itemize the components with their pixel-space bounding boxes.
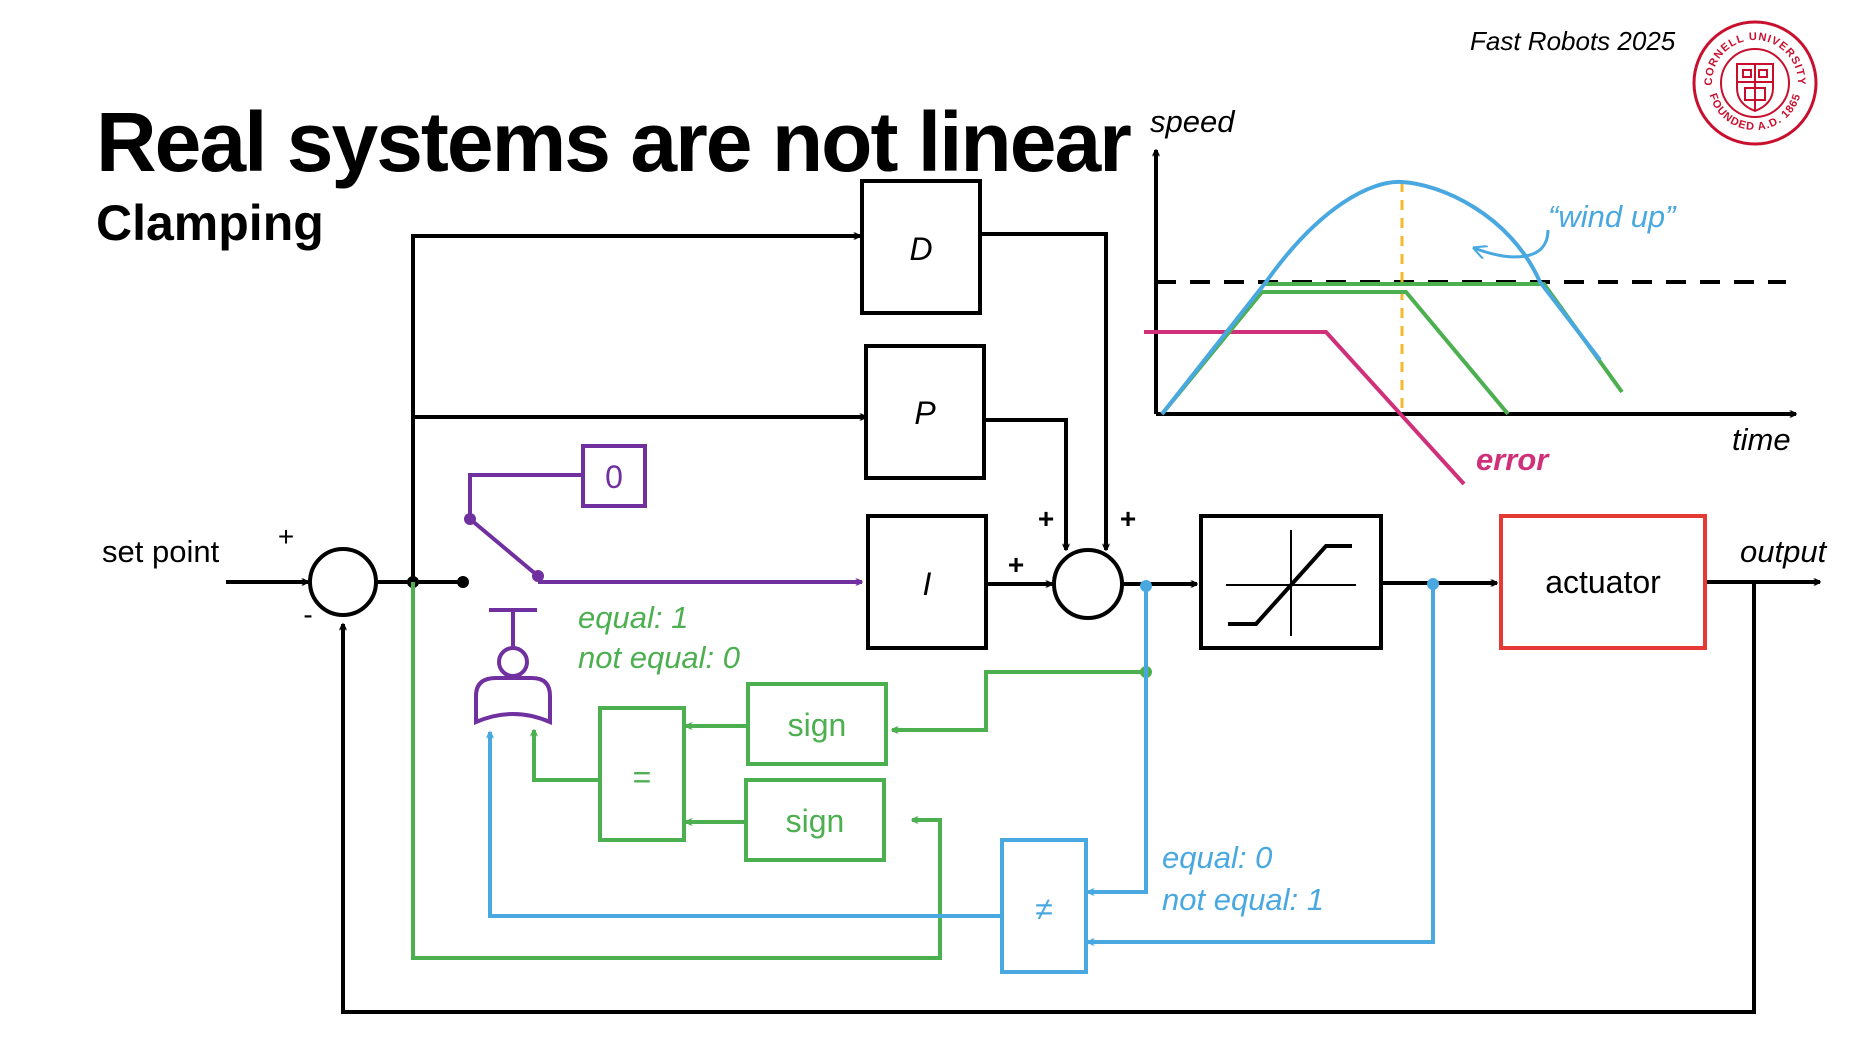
green-equal-label: equal: 1 (578, 600, 688, 635)
minus-input-sign: - (303, 599, 312, 630)
plus-input-sign: + (278, 521, 294, 552)
university-seal: CORNELL UNIVERSITY FOUNDED A.D. 1865 (1692, 20, 1818, 146)
slide-title: Real systems are not linear (96, 95, 1132, 189)
slide-subtitle: Clamping (96, 195, 324, 251)
sign-bottom-label: sign (786, 803, 845, 839)
graph-x-label: time (1732, 422, 1791, 457)
p-label: P (914, 395, 936, 431)
error-line (1144, 330, 1466, 486)
clamped-line (1160, 290, 1510, 416)
plus-d-sign: + (1120, 503, 1136, 534)
d-branch-line (411, 236, 860, 582)
plus-p-sign: + (1038, 503, 1054, 534)
plus-i-sign: + (1008, 549, 1024, 580)
graph-y-label: speed (1150, 104, 1236, 139)
equals-label: = (633, 759, 652, 795)
green-not-equal-label: not equal: 0 (578, 640, 740, 675)
windup-curve (1160, 179, 1602, 416)
zero-label: 0 (605, 459, 623, 495)
d-label: D (909, 231, 932, 267)
windup-graph: speed time “wind up” error (1144, 104, 1796, 486)
i-label: I (923, 566, 932, 602)
p-block: P (864, 344, 986, 480)
sign-top-label: sign (788, 707, 847, 743)
output-label: output (1740, 534, 1828, 569)
feedback-line (343, 582, 1756, 1014)
windup-arrow (1474, 229, 1550, 257)
error-label: error (1476, 442, 1550, 477)
d-block: D (860, 179, 982, 315)
not-equal-label: ≠ (1035, 891, 1053, 927)
zero-block (581, 444, 647, 508)
and-gate (474, 676, 552, 726)
blue-not-equal-label: not equal: 1 (1162, 882, 1324, 917)
pid-summing-junction (1052, 548, 1124, 620)
i-block: I (866, 514, 988, 650)
equals-block (598, 706, 686, 842)
setpoint-label: set point (102, 534, 220, 569)
course-label: Fast Robots 2025 (1470, 26, 1676, 56)
input-summing-junction (308, 547, 378, 617)
actuator-block: actuator (1499, 514, 1707, 650)
windup-label: “wind up” (1548, 199, 1677, 234)
actuator-label: actuator (1545, 564, 1661, 600)
blue-equal-label: equal: 0 (1162, 840, 1272, 875)
not-equal-block (1000, 838, 1088, 974)
